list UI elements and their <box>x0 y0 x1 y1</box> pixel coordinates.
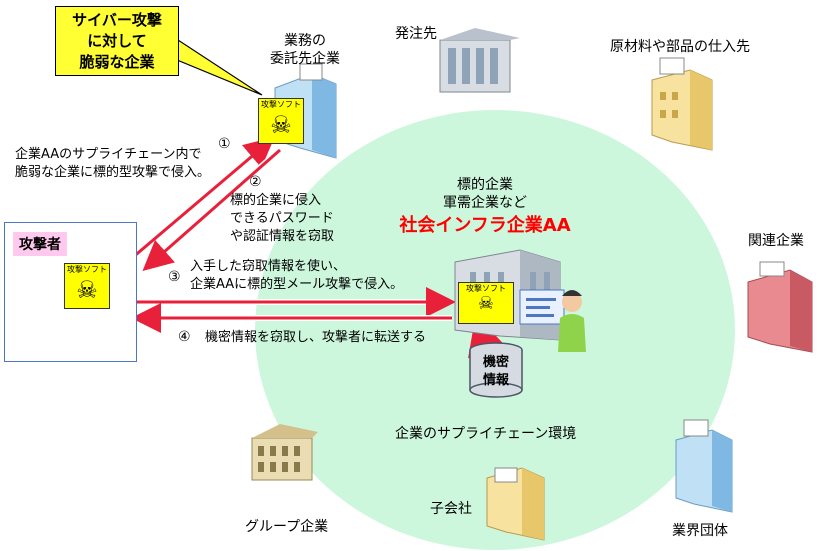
callout-line3: 脆弱な企業 <box>79 53 155 71</box>
step4-text: 機密情報を窃取し、攻撃者に転送する <box>205 330 427 345</box>
skull-icon: ☠ <box>76 276 98 304</box>
subsidiary-building-icon <box>486 467 545 541</box>
attacker-label: 攻撃者 <box>13 232 67 256</box>
contractor-label-l1: 業務の <box>284 33 326 49</box>
step2-number: ② <box>249 174 262 190</box>
callout-pointer <box>164 39 263 96</box>
related-label: 関連企業 <box>748 233 804 249</box>
step1-line2: 脆弱な企業に標的型攻撃で侵入。 <box>15 165 211 180</box>
step1-number: ① <box>218 136 231 152</box>
supplier-label: 原材料や部品の仕入先 <box>610 39 750 55</box>
attack-software-icon-attacker: 攻撃ソフト ☠ <box>64 263 110 309</box>
step3-line1: 入手した窃取情報を使い、 <box>190 259 347 274</box>
arrow-step2 <box>142 147 282 271</box>
step2-text: 標的企業に侵入 できるパスワード や認証情報を窃取 <box>230 192 334 246</box>
vulnerable-company-callout: サイバー攻撃 に対して 脆弱な企業 <box>55 6 179 76</box>
industry-group-label: 業界団体 <box>672 523 728 539</box>
target-line1: 標的企業 <box>457 177 513 193</box>
step3-text: 入手した窃取情報を使い、 企業AAに標的型メール攻撃で侵入。 <box>190 258 403 294</box>
step1-text: 企業AAのサプライチェーン内で 脆弱な企業に標的型攻撃で侵入。 <box>15 146 210 182</box>
step2-line2: できるパスワード <box>230 211 334 226</box>
contractor-label-l2: 委託先企業 <box>270 51 340 67</box>
contractor-label: 業務の 委託先企業 <box>260 32 350 68</box>
skull-icon: ☠ <box>270 111 292 139</box>
target-line2: 軍需企業など <box>443 195 527 211</box>
employee-at-computer-icon <box>519 289 586 352</box>
client-building-icon <box>439 28 520 93</box>
related-building-icon <box>747 261 813 353</box>
step3-number: ③ <box>168 269 181 285</box>
step3-line2: 企業AAに標的型メール攻撃で侵入。 <box>190 277 404 292</box>
attack-software-icon-target: 攻撃ソフト ☠ <box>458 282 514 324</box>
secret-info-label: 機密 情報 <box>470 354 522 390</box>
attack-software-label: 攻撃ソフト <box>261 100 301 109</box>
callout-line2: に対して <box>87 32 147 50</box>
step4-number: ④ <box>178 329 191 345</box>
arrow-step1 <box>130 137 275 261</box>
skull-icon: ☠ <box>477 293 495 314</box>
client-label: 発注先 <box>395 26 437 42</box>
group-company-label: グループ企業 <box>245 519 329 535</box>
step2-line1: 標的企業に侵入 <box>230 193 322 208</box>
supply-chain-env-label: 企業のサプライチェーン環境 <box>395 426 577 442</box>
industry-group-building-icon <box>675 419 733 513</box>
target-label: 標的企業 軍需企業など <box>410 176 560 212</box>
attack-software-icon-contractor: 攻撃ソフト ☠ <box>258 98 304 144</box>
group-company-building-icon <box>251 424 318 481</box>
target-company-name: 社会インフラ企業AA <box>399 215 571 236</box>
step1-line1: 企業AAのサプライチェーン内で <box>15 147 202 162</box>
subsidiary-label: 子会社 <box>430 501 472 517</box>
secret-line2: 情報 <box>482 373 509 388</box>
attack-software-label: 攻撃ソフト <box>466 284 506 293</box>
step2-line3: や認証情報を窃取 <box>230 229 335 244</box>
secret-info-cylinder-icon <box>469 342 523 398</box>
supplier-building-icon <box>651 57 713 151</box>
secret-line1: 機密 <box>482 355 509 370</box>
callout-line1: サイバー攻撃 <box>72 11 162 29</box>
attack-software-label: 攻撃ソフト <box>67 265 107 274</box>
